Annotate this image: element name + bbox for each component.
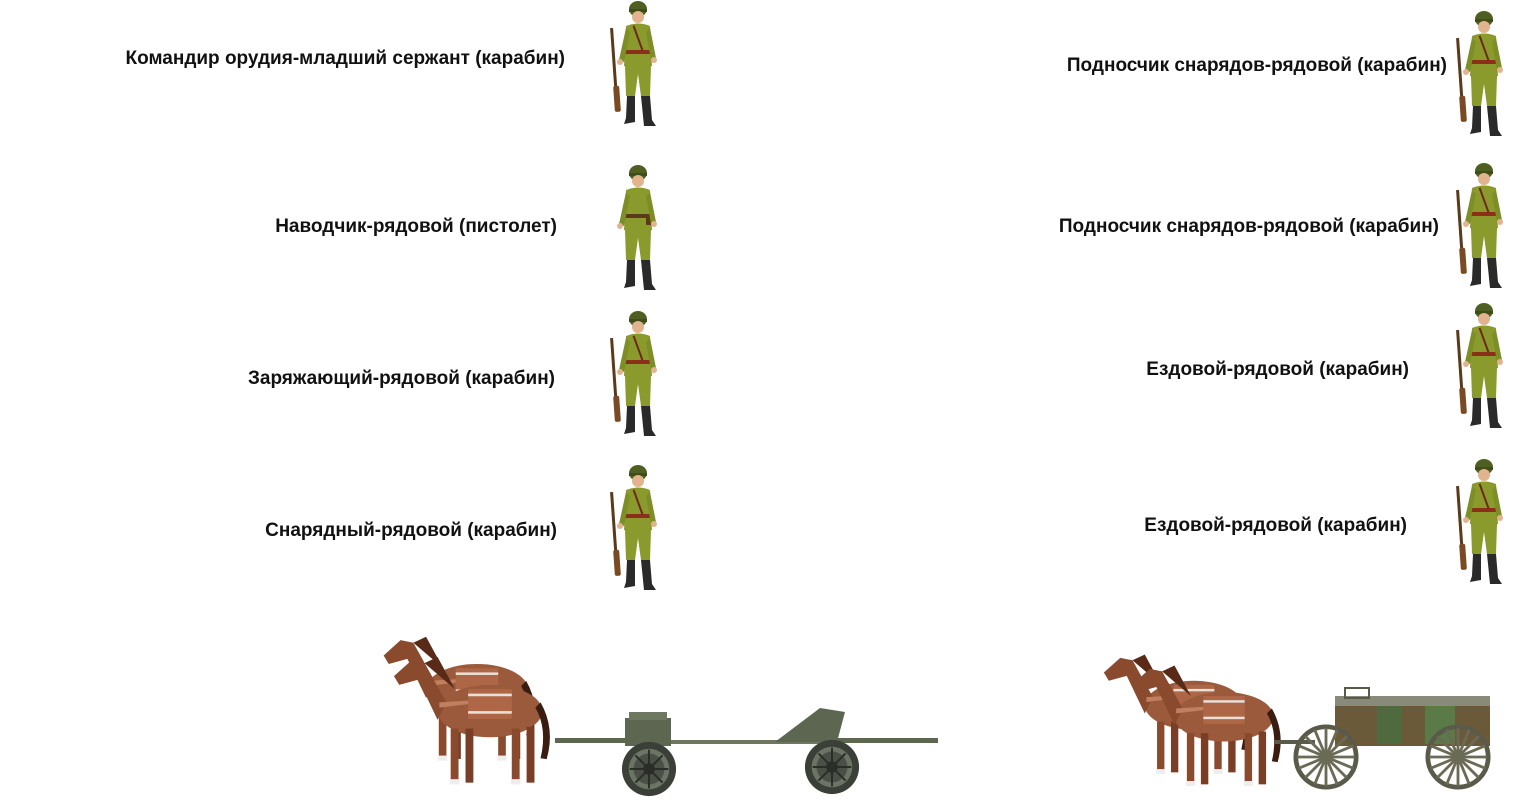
soldier-loader-figure [606, 310, 666, 442]
soldier-shell-carrier-2-figure [1452, 162, 1512, 294]
right-crew-label-1: Подносчик снарядов-рядовой (карабин) [1067, 55, 1447, 77]
soldier-commander-figure [606, 0, 666, 132]
right-crew-label-4: Ездовой-рядовой (карабин) [1144, 515, 1407, 537]
soldier-ammo-handler-figure [606, 464, 666, 596]
left-crew-label-3: Заряжающий-рядовой (карабин) [248, 368, 555, 390]
soldier-gunner-figure [606, 164, 666, 296]
left-crew-label-2: Наводчик-рядовой (пистолет) [275, 216, 557, 238]
right-crew-label-2: Подносчик снарядов-рядовой (карабин) [1059, 216, 1439, 238]
horse-wagon-team-illustration [1095, 648, 1495, 803]
left-crew-label-1: Командир орудия-младший сержант (карабин… [126, 48, 565, 70]
soldier-shell-carrier-1-figure [1452, 10, 1512, 142]
right-crew-label-3: Ездовой-рядовой (карабин) [1146, 359, 1409, 381]
horse-gun-team-illustration [375, 630, 940, 800]
soldier-driver-2-figure [1452, 458, 1512, 590]
soldier-driver-1-figure [1452, 302, 1512, 434]
left-crew-label-4: Снарядный-рядовой (карабин) [265, 520, 557, 542]
